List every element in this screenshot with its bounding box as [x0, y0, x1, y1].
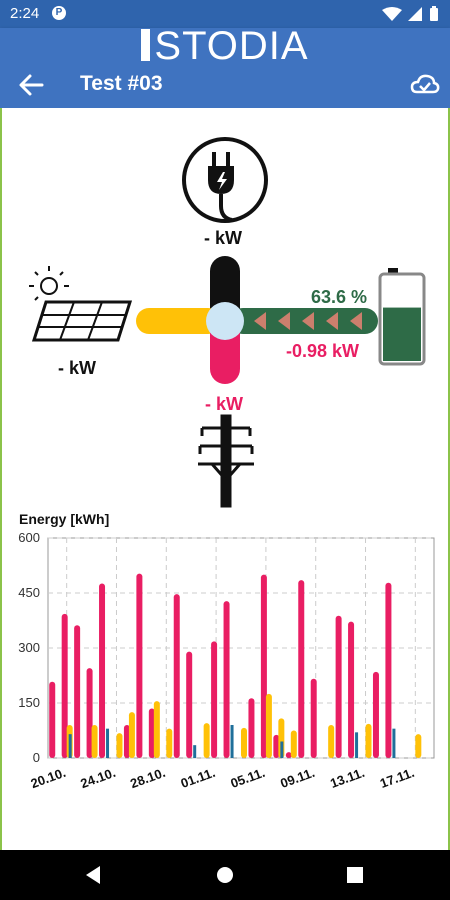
app-bar: STODIA Test #03	[0, 24, 450, 108]
chart-bar	[166, 728, 173, 758]
y-tick-label: 300	[18, 640, 40, 655]
chart-bar	[310, 678, 317, 758]
page-title: Test #03	[80, 72, 163, 95]
chart-bar	[285, 752, 292, 758]
chart-bar	[372, 671, 379, 758]
chart-bar	[415, 734, 422, 758]
chart-bar	[290, 730, 297, 758]
chart-bar	[173, 594, 180, 758]
power-flow-diagram	[29, 137, 426, 508]
x-tick-label: 13.11.	[328, 765, 366, 791]
chart-bar	[148, 708, 155, 758]
chart-bar	[211, 641, 218, 758]
chart-bar	[365, 723, 372, 758]
y-tick-label: 450	[18, 585, 40, 600]
chart-bar	[61, 613, 68, 758]
chart-bar	[49, 681, 56, 758]
hub-node	[206, 302, 244, 340]
battery-icon	[378, 268, 426, 366]
x-tick-label: 24.10.	[78, 765, 117, 791]
chart-title: Energy [kWh]	[19, 511, 109, 527]
chart-bar	[153, 701, 160, 758]
chart-bar	[116, 733, 123, 758]
chart-bar	[385, 582, 392, 758]
chart-bar	[355, 732, 359, 758]
status-icons	[380, 6, 440, 27]
battery-percent: 63.6 %	[311, 287, 368, 307]
battery-fill	[383, 307, 421, 361]
status-bar: 2:24 P	[0, 0, 450, 28]
notification-icon: P	[52, 6, 66, 20]
chart-bar	[230, 725, 234, 758]
chart-bar	[298, 580, 305, 758]
x-tick-label: 09.11.	[278, 765, 316, 791]
chart-bar	[106, 728, 110, 758]
power-pylon-icon	[198, 414, 254, 508]
chart-bar	[248, 698, 255, 758]
y-tick-label: 0	[33, 750, 40, 765]
cloud-sync-icon[interactable]	[410, 72, 440, 98]
battery-power-value: -0.98 kW	[286, 341, 360, 361]
logo-mark-icon	[141, 29, 151, 61]
chart-bar	[280, 741, 284, 758]
chart-bar	[74, 625, 81, 758]
supply-power-value: - kW	[204, 228, 242, 248]
chart-bar	[123, 725, 130, 758]
solar-power-value: - kW	[58, 358, 96, 378]
x-tick-label: 20.10.	[29, 765, 68, 791]
nav-recents-icon[interactable]	[325, 850, 385, 900]
chart-bar	[203, 723, 210, 758]
chart-bar	[193, 745, 197, 758]
status-time: 2:24	[10, 5, 40, 22]
signal-icon	[408, 7, 422, 21]
nav-back-icon[interactable]	[64, 850, 124, 900]
wifi-icon	[382, 7, 402, 21]
y-tick-label: 150	[18, 695, 40, 710]
content-area: - kW - kW - kW 63.6 % -0.98 kW Energy [k…	[0, 108, 450, 850]
x-tick-label: 28.10.	[128, 765, 167, 791]
y-tick-label: 600	[18, 530, 40, 545]
battery-status-icon	[430, 8, 438, 21]
grid-power-value: - kW	[205, 394, 243, 414]
system-nav-bar	[0, 850, 450, 900]
chart-bar	[99, 583, 106, 758]
chart-bar	[86, 668, 93, 758]
solar-bar	[136, 308, 221, 334]
chart-bar	[91, 725, 98, 758]
chart-bar	[128, 712, 135, 758]
x-tick-label: 01.11.	[179, 765, 217, 791]
plug-icon	[182, 137, 268, 223]
chart-bar	[241, 727, 247, 758]
x-tick-label: 05.11.	[228, 765, 266, 791]
chart-bar	[273, 734, 280, 758]
solar-panel-icon	[29, 266, 133, 342]
x-tick-label: 17.11.	[378, 765, 416, 791]
chart-bar	[260, 574, 267, 758]
chart-bar	[186, 651, 193, 758]
chart-bar	[335, 615, 342, 758]
brand-logo: STODIA	[0, 24, 450, 69]
chart-bar	[392, 728, 396, 758]
chart-bar	[348, 621, 355, 758]
battery-flow-arrows	[254, 312, 362, 330]
chart-bar	[223, 601, 230, 758]
chart-bar	[328, 725, 335, 758]
nav-home-icon[interactable]	[195, 850, 255, 900]
chart-bar	[68, 734, 72, 758]
chart-bar	[265, 693, 272, 758]
back-arrow-icon[interactable]	[18, 73, 44, 97]
energy-chart: Energy [kWh] 0 150 300 450 600 20.10. 24.10. 28…	[18, 511, 435, 791]
chart-bar	[136, 573, 143, 758]
